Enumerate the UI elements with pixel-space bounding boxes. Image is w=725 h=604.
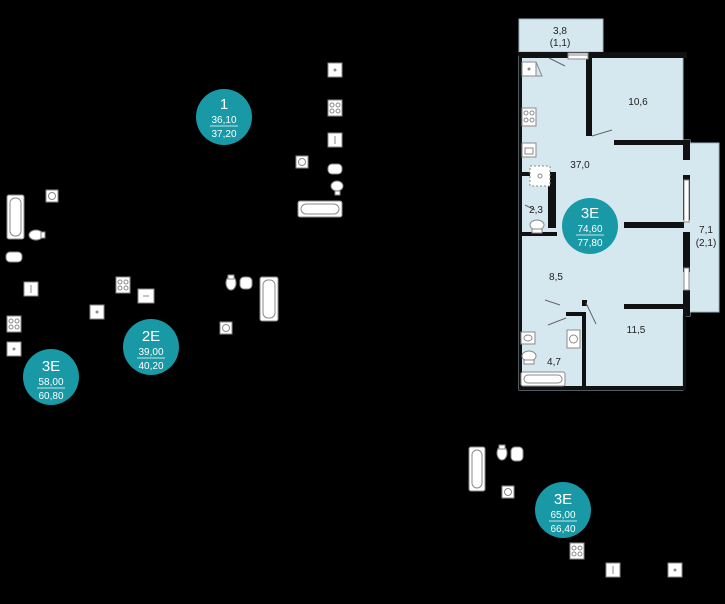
badge-area-total: 65,00 [550, 510, 575, 521]
sink-icon [327, 163, 343, 175]
toilet-icon [28, 229, 46, 241]
badge-area-full: 77,80 [577, 238, 602, 249]
washing-machine-icon [566, 329, 581, 349]
stove-icon [521, 107, 537, 127]
doors [524, 57, 613, 326]
badge-apartment-3e-58[interactable]: 3E 58,00 60,80 [23, 349, 79, 405]
badge-area-full: 37,20 [211, 129, 236, 140]
sink-icon [327, 132, 343, 148]
fridge-icon [667, 562, 683, 578]
bathtub-icon [6, 194, 25, 240]
room-area-balcony-reduced: (1,1) [550, 38, 571, 49]
badge-area-total: 74,60 [577, 224, 602, 235]
bathtub-icon [297, 200, 343, 218]
toilet-icon [225, 274, 237, 291]
windows [567, 52, 690, 291]
sink-icon [5, 251, 23, 263]
badge-type: 1 [220, 96, 228, 113]
shower-icon [529, 165, 551, 187]
fridge-icon [6, 341, 22, 357]
bathtub-icon [520, 371, 566, 387]
fridge-icon [89, 304, 105, 320]
badge-apartment-3e-74[interactable]: 3E 74,60 77,80 [562, 198, 618, 254]
badge-type: 3E [581, 205, 599, 222]
room-area-bathroom-small: 2,3 [529, 205, 543, 216]
badge-type: 3E [554, 491, 572, 508]
room-area-loggia-reduced: (2,1) [696, 238, 717, 249]
sink-icon [521, 142, 537, 158]
stove-icon [6, 315, 22, 333]
stove-icon [569, 542, 585, 560]
sink-icon [23, 281, 39, 297]
washing-machine-icon [501, 485, 515, 499]
fridge-icon [327, 62, 343, 78]
washing-machine-icon [45, 189, 59, 203]
room-area-bedroom-2: 11,5 [627, 325, 646, 336]
room-area-bathroom: 4,7 [547, 357, 561, 368]
sink-icon [239, 276, 253, 290]
sink-icon [510, 446, 524, 462]
toilet-icon [529, 219, 545, 234]
badge-area-full: 60,80 [38, 391, 63, 402]
badge-apartment-3e-65[interactable]: 3E 65,00 66,40 [535, 482, 591, 538]
badge-area-total: 58,00 [38, 377, 63, 388]
badge-area-full: 66,40 [550, 524, 575, 535]
room-area-loggia: 7,1 [699, 225, 713, 236]
badge-type: 3E [42, 358, 60, 375]
badge-apartment-2e[interactable]: 2E 39,00 40,20 [123, 319, 179, 375]
badge-area-total: 39,00 [138, 347, 163, 358]
bathtub-icon [468, 446, 486, 492]
toilet-icon [496, 444, 508, 461]
sink-icon [605, 562, 621, 578]
sink-icon [137, 288, 155, 304]
stove-icon [327, 99, 343, 117]
sink-icon [520, 331, 536, 345]
stove-icon [115, 276, 131, 294]
room-area-bedroom-1: 10,6 [628, 97, 648, 108]
toilet-icon [521, 350, 537, 365]
bathtub-icon [259, 276, 279, 322]
washing-machine-icon [219, 321, 233, 335]
washing-machine-icon [295, 155, 309, 169]
balcony-top [518, 18, 604, 53]
badge-area-total: 36,10 [211, 115, 236, 126]
other-apartments-fixtures [5, 62, 683, 578]
apartment-3e-74-60[interactable]: 3,8 (1,1) 10,6 37,0 2,3 7,1 (2,1) 8,5 11… [518, 18, 720, 391]
room-area-hall: 8,5 [549, 272, 563, 283]
room-area-kitchen-living: 37,0 [570, 160, 590, 171]
badge-apartment-1[interactable]: 1 36,10 37,20 [196, 89, 252, 145]
toilet-icon [330, 180, 344, 196]
fridge-icon [521, 61, 543, 77]
badge-type: 2E [142, 328, 160, 345]
room-area-balcony: 3,8 [553, 26, 567, 37]
badge-area-full: 40,20 [138, 361, 163, 372]
